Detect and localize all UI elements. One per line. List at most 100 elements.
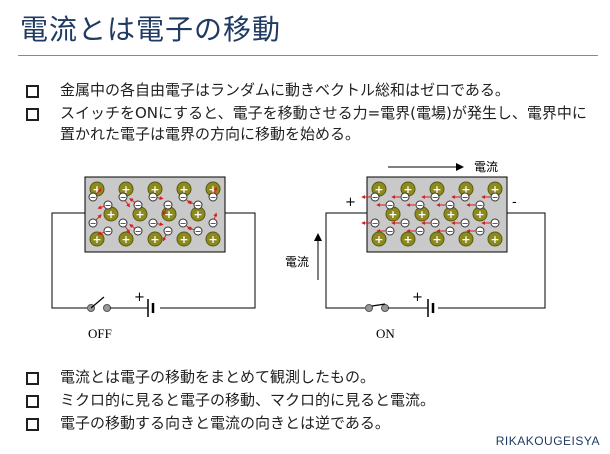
electron-motion-arrow — [213, 212, 218, 220]
electron-minus-sign: − — [492, 193, 499, 202]
free-electron — [148, 192, 158, 202]
bullet-text: ミクロ的に見ると電子の移動、マクロ的に見ると電流。 — [60, 391, 436, 409]
bullet-item: スイッチをONにすると、電子を移動させる力=電界(電場)が発生し、電界中に置かれ… — [26, 103, 596, 145]
ion-plus-sign: + — [403, 233, 412, 246]
electron-minus-sign: − — [165, 227, 172, 236]
electron-minus-sign: − — [90, 193, 97, 202]
positive-ion — [118, 231, 134, 247]
bullet-list-top: 金属中の各自由電子はランダムに動きベクトル総和はゼロである。 スイッチをONにす… — [26, 80, 596, 147]
electron-minus-sign: − — [210, 193, 217, 202]
free-electron — [163, 226, 173, 236]
switch-state-label-on: ON — [376, 326, 395, 341]
electron-minus-sign: − — [150, 193, 157, 202]
switch-contact-right-off — [103, 304, 111, 312]
electron-minus-sign: − — [462, 193, 469, 202]
free-electron — [370, 192, 380, 202]
ion-plus-sign: + — [374, 233, 383, 246]
on-particles: ++++++++++++++−−−−−−−−−−−−−−−−−− — [361, 181, 503, 247]
free-electron — [415, 226, 425, 236]
free-electron — [430, 218, 440, 228]
on-circuit: ++++++++++++++−−−−−−−−−−−−−−−−−− + ON + … — [285, 160, 546, 341]
ion-plus-sign: + — [106, 208, 115, 221]
square-bullet-icon — [26, 395, 39, 408]
electron-motion-arrow — [156, 222, 164, 227]
free-electron — [370, 218, 380, 228]
positive-ion — [89, 231, 105, 247]
ion-plus-sign: + — [92, 183, 101, 196]
battery-plus-label-off: + — [134, 290, 145, 305]
free-electron — [118, 218, 128, 228]
electron-minus-sign: − — [90, 219, 97, 228]
ion-plus-sign: + — [490, 233, 499, 246]
positive-ion — [147, 231, 163, 247]
electron-motion-arrow — [156, 196, 164, 201]
free-electron — [193, 226, 203, 236]
ion-plus-sign: + — [193, 208, 202, 221]
bullet-text: スイッチをONにすると、電子を移動させる力=電界(電場)が発生し、電界中に置かれ… — [60, 104, 587, 143]
terminal-minus-label: - — [512, 195, 517, 210]
electron-minus-sign: − — [462, 219, 469, 228]
electron-motion-arrow — [124, 200, 130, 208]
off-particles: ++++++++++++++−−−−−−−−−−−−−−−−−− — [88, 181, 221, 247]
square-bullet-icon — [26, 108, 39, 121]
electron-minus-sign: − — [447, 227, 454, 236]
ion-plus-sign: + — [461, 183, 470, 196]
free-electron — [178, 192, 188, 202]
free-electron — [103, 200, 113, 210]
bullet-item: 電流とは電子の移動をまとめて観測したもの。 — [26, 367, 596, 388]
free-electron — [460, 192, 470, 202]
free-electron — [163, 200, 173, 210]
free-electron — [490, 192, 500, 202]
square-bullet-icon — [26, 85, 39, 98]
free-electron — [133, 200, 143, 210]
free-electron — [445, 226, 455, 236]
ion-plus-sign: + — [135, 208, 144, 221]
electron-minus-sign: − — [135, 201, 142, 210]
circuit-diagram: ++++++++++++++−−−−−−−−−−−−−−−−−− + OFF +… — [51, 160, 546, 341]
positive-ion — [205, 231, 221, 247]
free-electron — [475, 226, 485, 236]
ion-plus-sign: + — [374, 183, 383, 196]
electron-motion-arrow — [95, 188, 102, 195]
free-electron — [415, 200, 425, 210]
electron-minus-sign: − — [387, 201, 394, 210]
free-electron — [193, 200, 203, 210]
switch-state-label-off: OFF — [88, 326, 112, 341]
electron-minus-sign: − — [417, 227, 424, 236]
free-electron — [133, 226, 143, 236]
ion-plus-sign: + — [388, 208, 397, 221]
electron-motion-arrow — [97, 231, 105, 236]
free-electron — [400, 192, 410, 202]
electron-motion-arrow — [95, 214, 102, 221]
switch-contact-right-on — [381, 304, 389, 312]
electron-motion-arrow — [129, 197, 136, 203]
ion-plus-sign: + — [150, 233, 159, 246]
square-bullet-icon — [26, 418, 39, 431]
current-label-top: 電流 — [474, 160, 498, 174]
ion-plus-sign: + — [179, 233, 188, 246]
electron-motion-arrow — [162, 208, 167, 216]
ion-plus-sign: + — [432, 233, 441, 246]
free-electron — [400, 218, 410, 228]
wire-right-off — [160, 212, 256, 309]
free-electron — [208, 192, 218, 202]
positive-ion — [458, 231, 474, 247]
electron-minus-sign: − — [477, 201, 484, 210]
electron-minus-sign: − — [180, 219, 187, 228]
wire-left-off — [51, 212, 88, 309]
terminal-plus-label: + — [345, 195, 356, 210]
electron-minus-sign: − — [447, 201, 454, 210]
electron-minus-sign: − — [432, 193, 439, 202]
free-electron — [490, 218, 500, 228]
current-label-side: 電流 — [285, 255, 309, 269]
ion-plus-sign: + — [432, 183, 441, 196]
electron-minus-sign: − — [120, 219, 127, 228]
electron-minus-sign: − — [372, 219, 379, 228]
electron-minus-sign: − — [477, 227, 484, 236]
bullet-item: ミクロ的に見ると電子の移動、マクロ的に見ると電流。 — [26, 390, 596, 411]
electron-minus-sign: − — [120, 193, 127, 202]
switch-lever-on — [371, 303, 386, 307]
electron-minus-sign: − — [402, 193, 409, 202]
electron-motion-arrow — [124, 226, 130, 234]
off-circuit: ++++++++++++++−−−−−−−−−−−−−−−−−− + OFF — [51, 176, 256, 341]
